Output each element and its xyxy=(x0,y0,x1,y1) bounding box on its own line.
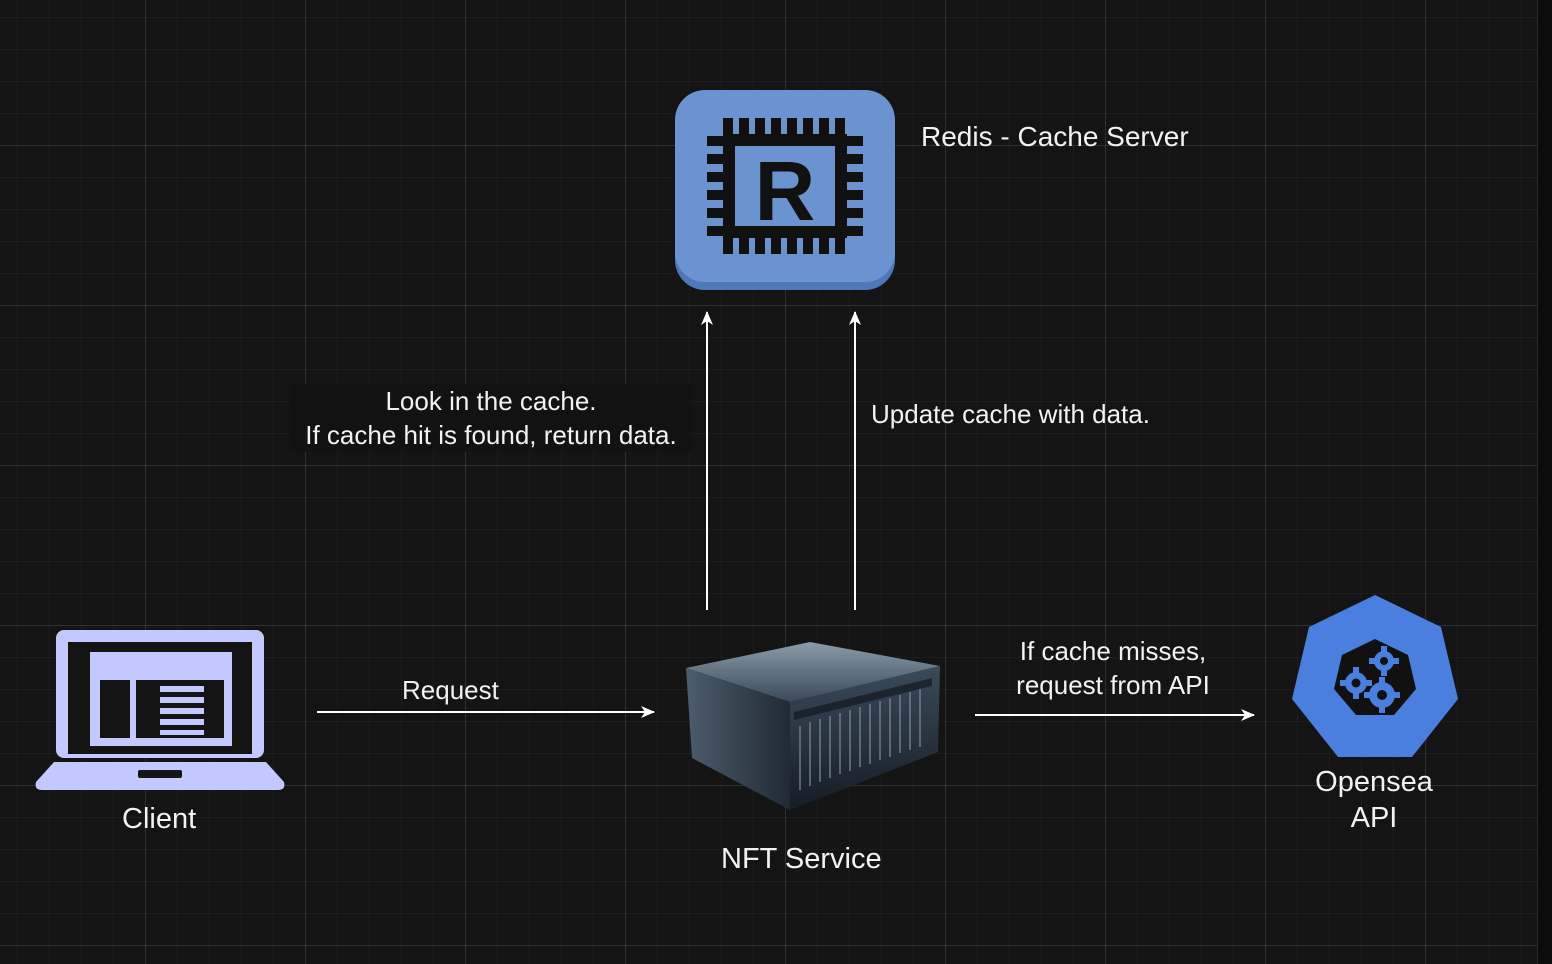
redis-node[interactable]: R xyxy=(675,90,895,290)
opensea-label: Opensea API xyxy=(1294,764,1454,836)
lookup-label-line1: Look in the cache. xyxy=(385,386,597,416)
opensea-label-line2: API xyxy=(1350,802,1398,834)
gears-heptagon-icon xyxy=(1292,595,1458,757)
opensea-api-node[interactable] xyxy=(1290,595,1460,759)
redis-glyph: R xyxy=(755,144,816,238)
api-edge-label: If cache misses, request from API xyxy=(990,634,1236,702)
opensea-label-line1: Opensea xyxy=(1315,766,1433,798)
lookup-edge-label: Look in the cache. If cache hit is found… xyxy=(290,384,692,452)
request-edge-label: Request xyxy=(402,675,499,705)
update-edge-label: Update cache with data. xyxy=(871,399,1150,429)
laptop-icon xyxy=(35,630,285,790)
client-label: Client xyxy=(122,803,197,835)
server-rack-icon xyxy=(686,642,940,810)
api-label-line2: request from API xyxy=(1016,670,1210,700)
nft-service-node[interactable] xyxy=(682,640,944,814)
redis-label: Redis - Cache Server xyxy=(921,121,1189,152)
canvas-scroll-edge xyxy=(1537,0,1552,964)
lookup-label-line2: If cache hit is found, return data. xyxy=(305,420,677,450)
nft-service-label: NFT Service xyxy=(721,843,882,875)
redis-chip-icon: R xyxy=(675,90,895,290)
client-node[interactable] xyxy=(34,630,286,792)
api-label-line1: If cache misses, xyxy=(1019,636,1207,666)
